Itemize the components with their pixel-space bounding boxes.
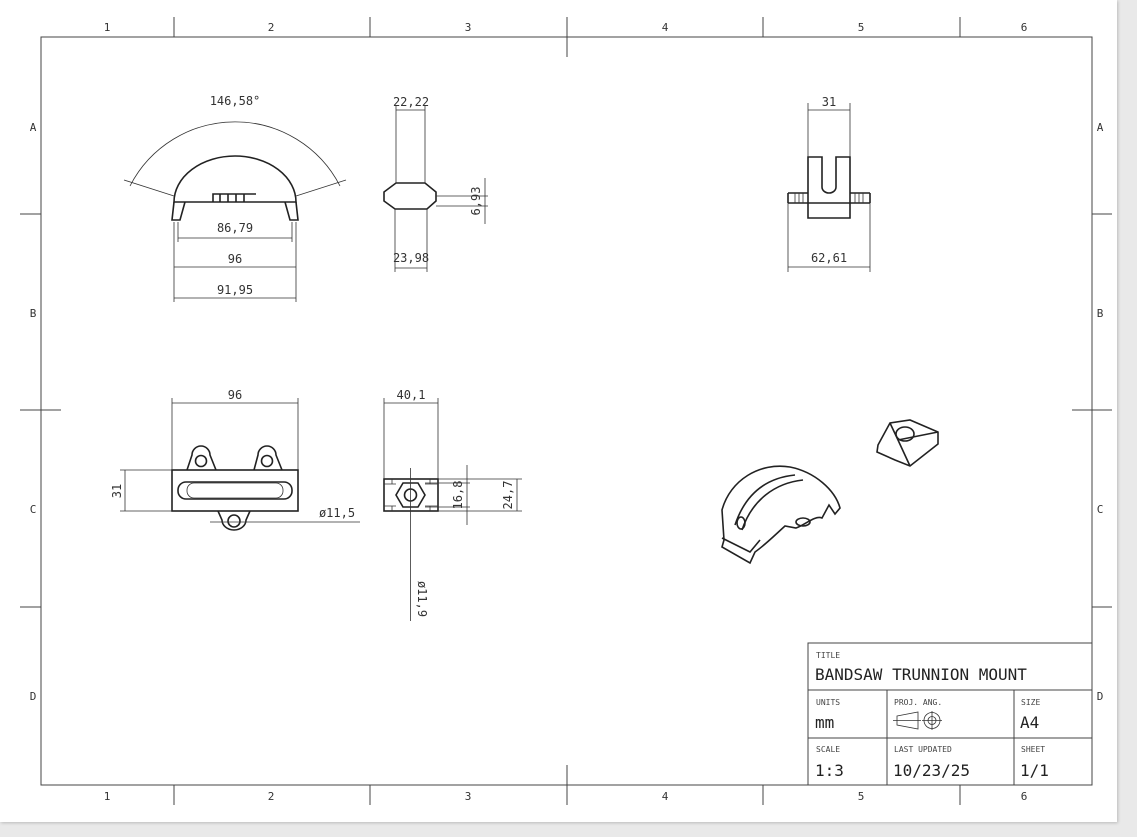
dim-end-height: 24,7 <box>501 481 515 510</box>
label: TITLE <box>816 651 840 660</box>
side-view: 22,22 23,98 6,93 <box>383 95 488 272</box>
label: 4 <box>662 21 669 34</box>
label: 3 <box>465 21 472 34</box>
drawing-sheet: 1 2 3 4 5 6 1 2 3 4 5 6 A B C D A B C D <box>0 0 1117 822</box>
dim-end-width: 40,1 <box>397 388 426 402</box>
column-labels-bottom: 1 2 3 4 5 6 <box>104 790 1028 803</box>
label: 5 <box>858 21 865 34</box>
dim-front-base: 91,95 <box>217 283 253 297</box>
dim-plan-width: 96 <box>228 388 242 402</box>
row-labels-right: A B C D <box>1097 121 1104 703</box>
label: 6 <box>1021 790 1028 803</box>
label: 3 <box>465 790 472 803</box>
label: 4 <box>662 790 669 803</box>
label: 6 <box>1021 21 1028 34</box>
label: D <box>30 690 37 703</box>
dim-front-angle: 146,58° <box>210 94 261 108</box>
dim-side-bottom: 23,98 <box>393 251 429 265</box>
label: A <box>1097 121 1104 134</box>
front-view: 146,58° 86,79 96 91,95 <box>123 94 347 302</box>
title-block: TITLE BANDSAW TRUNNION MOUNT UNITS mm PR… <box>807 642 1093 786</box>
label: 1 <box>104 21 111 34</box>
dim-side-height: 6,93 <box>469 187 483 216</box>
label: SIZE <box>1021 698 1040 707</box>
scale-value: 1:3 <box>815 761 844 780</box>
label: C <box>30 503 37 516</box>
label: B <box>1097 307 1104 320</box>
label: LAST UPDATED <box>894 745 952 754</box>
label: B <box>30 307 37 320</box>
last-updated-value: 10/23/25 <box>893 761 970 780</box>
size-value: A4 <box>1020 713 1039 732</box>
label: UNITS <box>816 698 840 707</box>
label: 5 <box>858 790 865 803</box>
sheet-value: 1/1 <box>1020 761 1049 780</box>
right-view: 31 62,61 <box>787 95 871 272</box>
dim-right-overall: 62,61 <box>811 251 847 265</box>
row-labels-left: A B C D <box>30 121 37 703</box>
label: 2 <box>268 21 275 34</box>
isometric-view <box>721 419 939 565</box>
label: PROJ. ANG. <box>894 698 942 707</box>
label: A <box>30 121 37 134</box>
dim-front-inner: 86,79 <box>217 221 253 235</box>
label: SCALE <box>816 745 840 754</box>
units-value: mm <box>815 713 834 732</box>
drawing-title: BANDSAW TRUNNION MOUNT <box>815 665 1027 684</box>
plan-view: 96 31 ø11,5 <box>110 388 360 531</box>
label: SHEET <box>1021 745 1045 754</box>
dim-plan-hole: ø11,5 <box>319 506 355 520</box>
dim-plan-height: 31 <box>110 484 124 498</box>
end-view: 40,1 16,8 24,7 ø11,9 <box>383 388 522 621</box>
dim-right-width: 31 <box>822 95 836 109</box>
dim-end-inner: 16,8 <box>451 481 465 510</box>
label: D <box>1097 690 1104 703</box>
zone-dividers <box>20 17 1112 805</box>
label: C <box>1097 503 1104 516</box>
column-labels-top: 1 2 3 4 5 6 <box>104 21 1028 34</box>
third-angle-projection-icon <box>893 711 942 730</box>
label: 2 <box>268 790 275 803</box>
dim-front-width: 96 <box>228 252 242 266</box>
label: 1 <box>104 790 111 803</box>
dim-end-hole: ø11,9 <box>415 581 429 617</box>
dim-side-top: 22,22 <box>393 95 429 109</box>
